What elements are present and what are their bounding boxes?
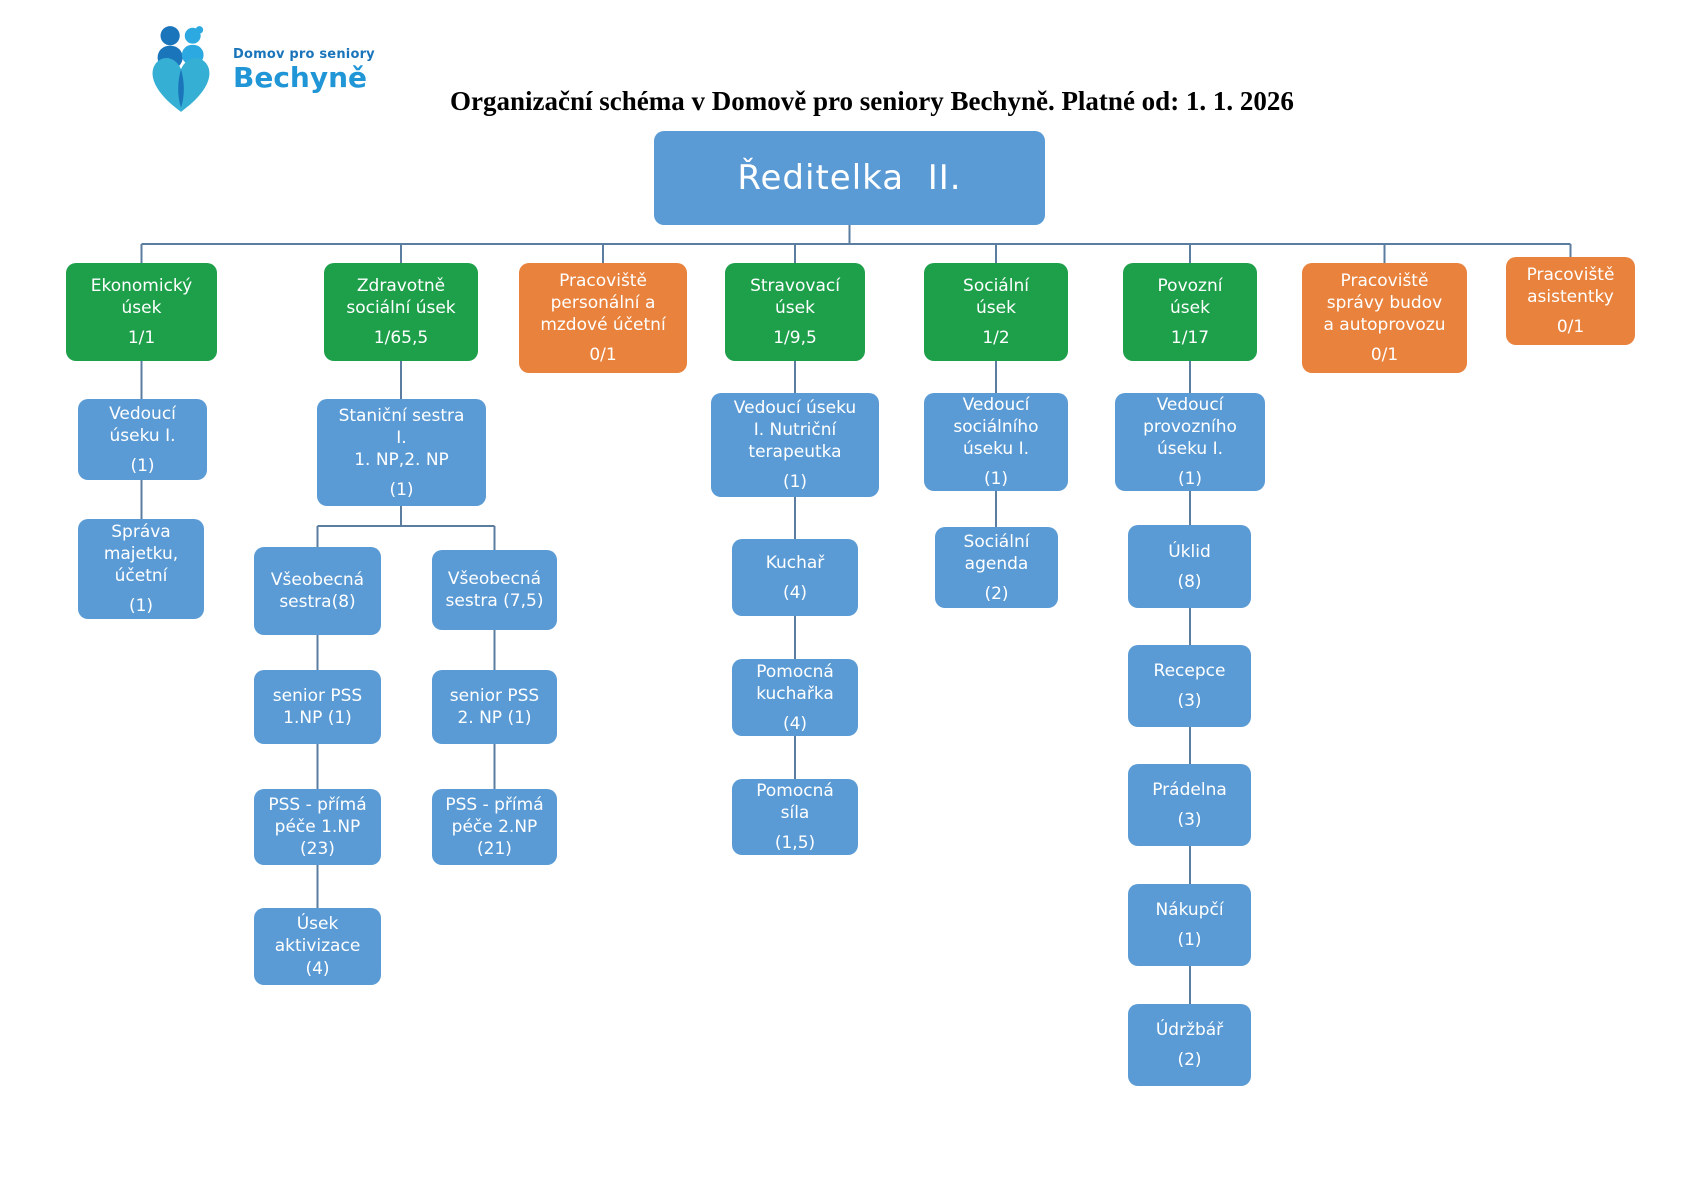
node-label: Pracoviště asistentky: [1526, 265, 1615, 308]
node-label: Vedoucí provozního úseku I.: [1143, 395, 1237, 460]
node-label: Pracoviště správy budov a autoprovozu: [1323, 271, 1446, 336]
node-label: Úsek aktivizace (4): [274, 914, 361, 979]
node-label: Sociální agenda: [963, 531, 1030, 574]
node-label: Ekonomický úsek: [90, 276, 193, 319]
node-count: (2): [984, 583, 1009, 604]
org-node-vedouci-useku-1: Vedoucí úseku I. (1): [78, 399, 207, 480]
org-node-stanicni-sestra: Staniční sestra I. 1. NP,2. NP (1): [317, 399, 486, 506]
logo-brand: Bechyně: [233, 61, 368, 94]
org-node-stravovaci-usek: Stravovací úsek 1/9,5: [725, 263, 865, 361]
node-label: Vedoucí sociálního úseku I.: [953, 395, 1039, 460]
org-node-vedouci-provozniho-useku: Vedoucí provozního úseku I. (1): [1115, 393, 1265, 491]
node-count: 1/65,5: [373, 328, 429, 349]
org-node-pss-prima-pece-1np: PSS - přímá péče 1.NP (23): [254, 789, 381, 865]
node-count: (3): [1177, 810, 1202, 831]
node-count: (4): [782, 582, 808, 603]
logo-text: Domov pro seniory Bechyně: [233, 48, 375, 92]
org-node-senior-pss-1np: senior PSS 1.NP (1): [254, 670, 381, 744]
node-label: Vedoucí úseku I. Nutriční terapeutka: [733, 398, 857, 463]
node-count: (4): [782, 713, 808, 734]
node-count: 1/9,5: [773, 328, 817, 349]
node-label: Všeobecná sestra(8): [270, 569, 365, 612]
node-label: PSS - přímá péče 2.NP (21): [445, 794, 544, 860]
node-count: 0/1: [1370, 345, 1399, 366]
org-node-pomocna-kucharka: Pomocná kuchařka (4): [732, 659, 858, 736]
org-node-udrzbar: Údržbář (2): [1128, 1004, 1251, 1086]
node-label: Pracoviště personální a mzdové účetní: [540, 271, 666, 336]
node-label: Nákupčí: [1155, 900, 1224, 921]
org-node-vseobecna-sestra-2np: Všeobecná sestra (7,5): [432, 550, 557, 630]
org-node-pss-prima-pece-2np: PSS - přímá péče 2.NP (21): [432, 789, 557, 865]
node-label: Povozní úsek: [1157, 276, 1223, 319]
org-node-recepce: Recepce (3): [1128, 645, 1251, 727]
node-label: Vedoucí úseku I.: [109, 403, 176, 446]
node-count: (1): [130, 455, 155, 476]
org-node-reditelka: Ředitelka II.: [654, 131, 1045, 225]
org-node-usek-aktivizace: Úsek aktivizace (4): [254, 908, 381, 985]
node-count: (1): [1177, 930, 1202, 951]
logo-tagline: Domov pro seniory: [233, 47, 375, 62]
org-node-socialni-agenda: Sociální agenda (2): [935, 527, 1058, 608]
org-node-pracoviste-spravy-budov: Pracoviště správy budov a autoprovozu 0/…: [1302, 263, 1467, 373]
node-label: Staniční sestra I. 1. NP,2. NP: [338, 405, 465, 470]
org-node-povozni-usek: Povozní úsek 1/17: [1123, 263, 1257, 361]
org-node-zdravotne-socialni-usek: Zdravotně sociální úsek 1/65,5: [324, 263, 478, 361]
node-label: Úklid: [1168, 541, 1211, 562]
node-count: (3): [1177, 691, 1202, 712]
node-label: Pomocná kuchařka: [756, 661, 834, 704]
node-count: (1): [782, 472, 808, 493]
node-label: Stravovací úsek: [750, 276, 840, 319]
node-label: Sociální úsek: [963, 276, 1029, 319]
node-label: Zdravotně sociální úsek: [346, 276, 456, 319]
node-count: (1): [983, 469, 1009, 490]
node-count: 1/2: [982, 328, 1010, 349]
logo: Domov pro seniory Bechyně: [139, 24, 375, 116]
page-title: Organizační schéma v Domově pro seniory …: [450, 86, 1294, 116]
logo-icon: [139, 24, 223, 116]
node-label: Správa majetku, účetní: [103, 522, 179, 587]
node-label: Pomocná síla: [756, 781, 834, 824]
org-node-pracoviste-personalni: Pracoviště personální a mzdové účetní 0/…: [519, 263, 687, 373]
node-label: Kuchař: [765, 552, 825, 573]
node-count: (8): [1177, 571, 1202, 592]
node-label: Ředitelka II.: [737, 157, 962, 198]
org-node-pomocna-sila: Pomocná síla (1,5): [732, 779, 858, 855]
org-node-uklid: Úklid (8): [1128, 525, 1251, 608]
org-node-pracoviste-asistentky: Pracoviště asistentky 0/1: [1506, 257, 1635, 345]
node-count: 1/1: [127, 328, 156, 349]
org-node-vseobecna-sestra-1np: Všeobecná sestra(8): [254, 547, 381, 635]
org-node-vedouci-socialniho-useku: Vedoucí sociálního úseku I. (1): [924, 393, 1068, 491]
node-count: (1,5): [774, 833, 816, 854]
node-label: senior PSS 2. NP (1): [449, 685, 540, 728]
org-node-nakupci: Nákupčí (1): [1128, 884, 1251, 966]
node-count: (1): [389, 479, 414, 500]
org-node-vedouci-nutricni-terapeutka: Vedoucí úseku I. Nutriční terapeutka (1): [711, 393, 879, 497]
org-tree-connectors: [140, 225, 1572, 1004]
org-node-sprava-majetku: Správa majetku, účetní (1): [78, 519, 204, 619]
org-node-ekonomicky-usek: Ekonomický úsek 1/1: [66, 263, 217, 361]
node-count: 0/1: [589, 345, 617, 366]
node-count: 1/17: [1170, 328, 1210, 349]
node-label: Prádelna: [1152, 780, 1227, 801]
node-label: Všeobecná sestra (7,5): [445, 568, 544, 611]
node-count: (1): [1177, 469, 1203, 490]
node-count: (2): [1177, 1050, 1202, 1071]
node-count: 0/1: [1556, 317, 1585, 338]
node-label: senior PSS 1.NP (1): [272, 685, 363, 728]
node-count: (1): [128, 596, 154, 617]
org-node-socialni-usek: Sociální úsek 1/2: [924, 263, 1068, 361]
node-label: Recepce: [1153, 661, 1226, 682]
node-label: Údržbář: [1155, 1020, 1224, 1041]
org-node-pradelna: Prádelna (3): [1128, 764, 1251, 846]
node-label: PSS - přímá péče 1.NP (23): [268, 794, 367, 860]
org-node-kuchar: Kuchař (4): [732, 539, 858, 616]
org-node-senior-pss-2np: senior PSS 2. NP (1): [432, 670, 557, 744]
